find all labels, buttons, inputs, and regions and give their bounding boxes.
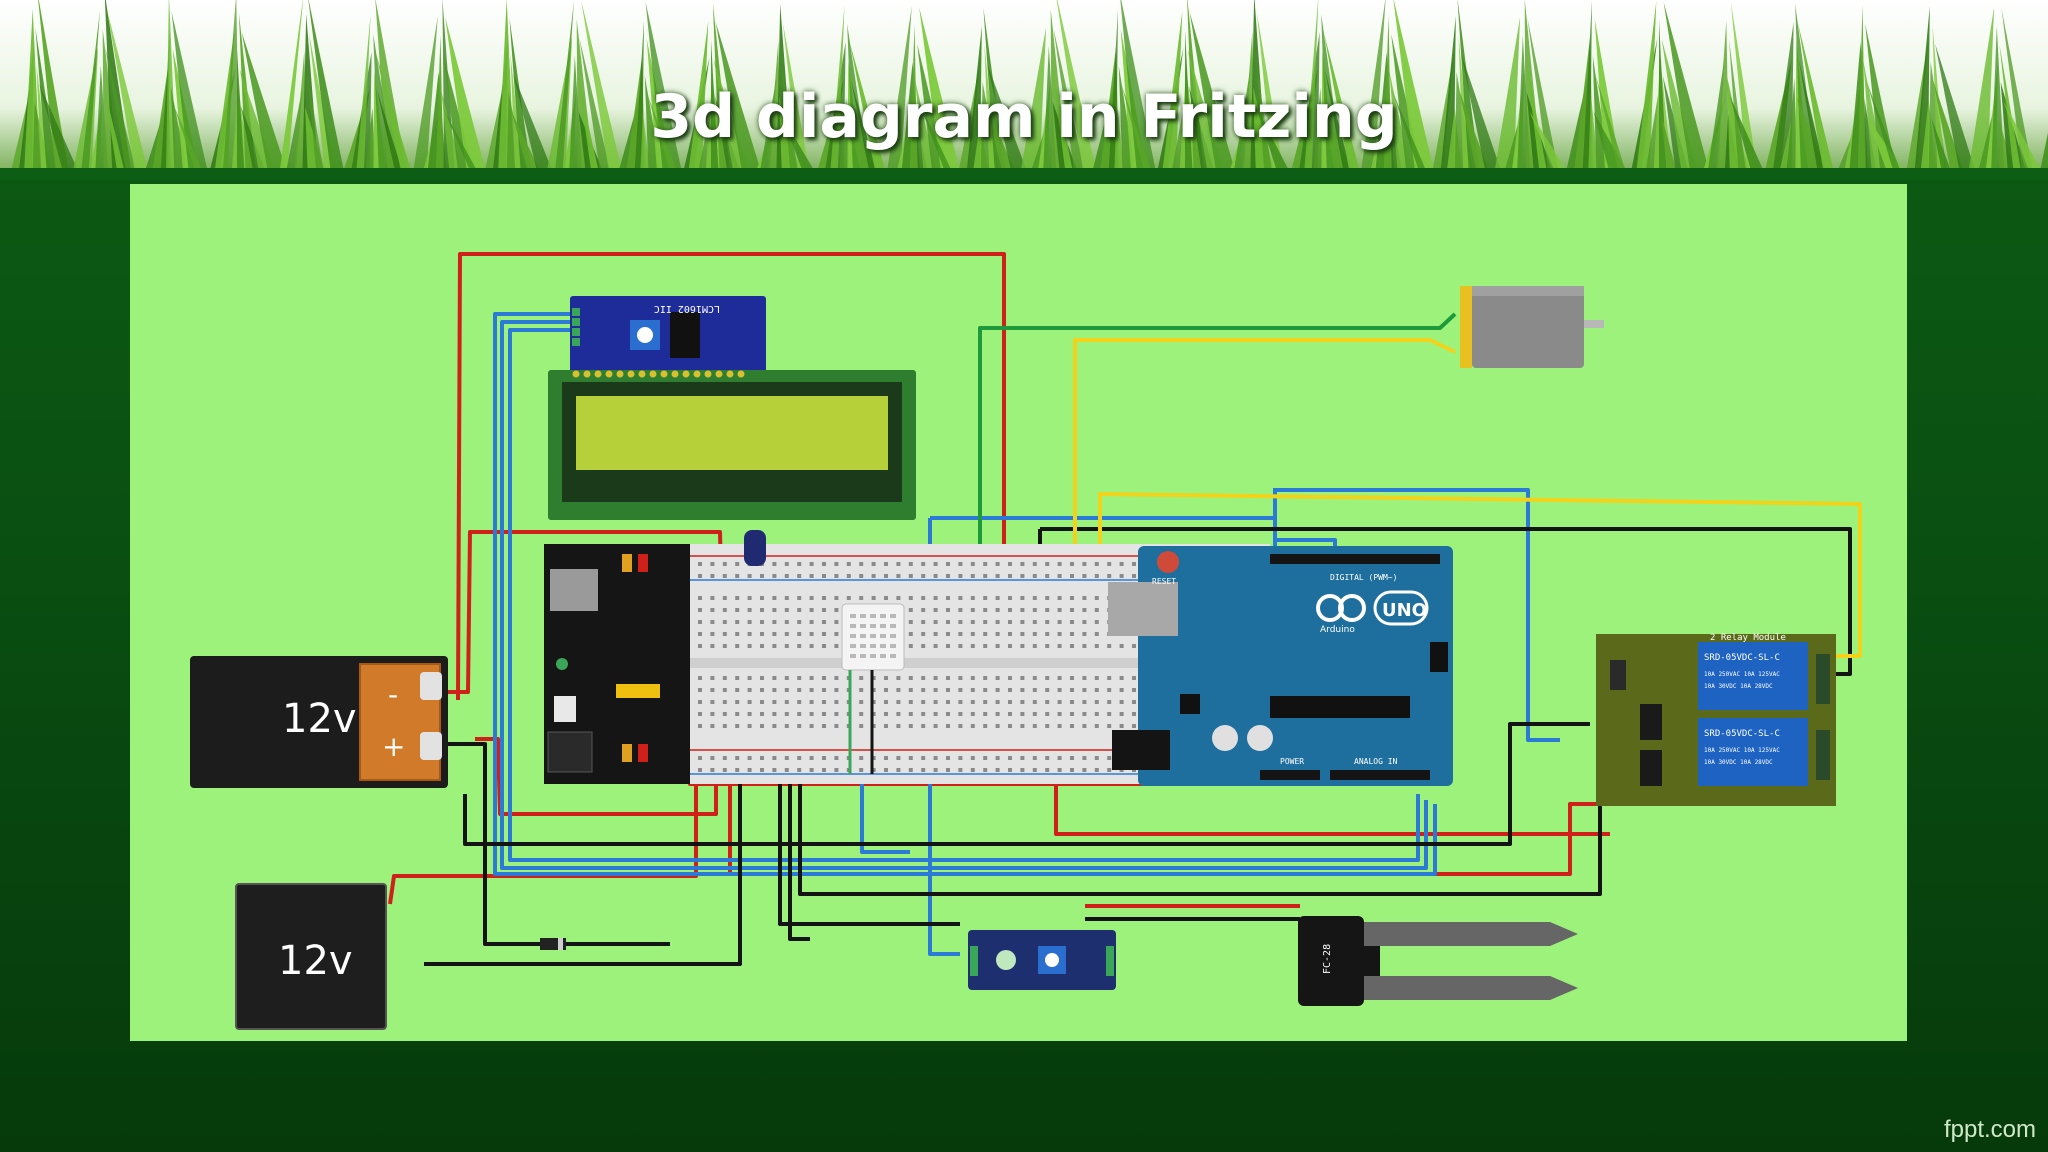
battery-minus-sign: - bbox=[388, 678, 398, 711]
arduino-model-label: UNO bbox=[1382, 600, 1427, 621]
soil-probe-label: FC-28 bbox=[1322, 944, 1333, 974]
relay-1-rating2: 10A 30VDC 10A 28VDC bbox=[1704, 683, 1773, 690]
lcd-1602-display bbox=[548, 370, 916, 520]
watermark: fppt.com bbox=[1943, 1116, 2036, 1143]
relay-module-2ch: 2 Relay Module SRD-05VDC-SL-C 10A 250VAC… bbox=[1596, 633, 1836, 806]
wire-black bbox=[798, 764, 1602, 896]
relay-2-rating2: 10A 30VDC 10A 28VDC bbox=[1704, 759, 1773, 766]
wire-blue bbox=[493, 312, 1437, 876]
soil-moisture-probe: FC-28 bbox=[1298, 916, 1578, 1006]
arduino-power-label: POWER bbox=[1280, 757, 1304, 766]
i2c-lcd-module: LCM1602 IIC bbox=[570, 296, 766, 378]
fritzing-circuit-diagram: 12v - + 12v LCM1602 IIC bbox=[190, 252, 1862, 1030]
i2c-module-label: LCM1602 IIC bbox=[654, 303, 720, 314]
relay-1-text: SRD-05VDC-SL-C bbox=[1704, 653, 1780, 663]
wire-blue bbox=[508, 328, 1420, 862]
wire-black bbox=[1040, 527, 1852, 676]
battery-plus-sign: + bbox=[382, 730, 405, 763]
wire-black bbox=[463, 722, 1590, 846]
battery-12v-bottom: 12v bbox=[235, 883, 387, 1030]
dht-sensor bbox=[841, 603, 905, 774]
arduino-analog-label: ANALOG IN bbox=[1354, 757, 1398, 766]
wire-black bbox=[778, 774, 960, 926]
wire-blue bbox=[1273, 488, 1560, 742]
arduino-logo: UNO Arduino bbox=[1316, 590, 1429, 635]
relay-2-rating1: 10A 250VAC 10A 125VAC bbox=[1704, 747, 1780, 754]
relay-module-title: 2 Relay Module bbox=[1710, 633, 1786, 643]
grass-header-image bbox=[0, 0, 2048, 180]
soil-sensor-comparator-board bbox=[968, 930, 1116, 990]
relay-1-rating1: 10A 250VAC 10A 125VAC bbox=[1704, 671, 1780, 678]
slide-title: 3d diagram in Fritzing bbox=[650, 82, 1398, 152]
relay-2-text: SRD-05VDC-SL-C bbox=[1704, 729, 1780, 739]
transistor bbox=[744, 530, 766, 566]
wire-black bbox=[788, 774, 810, 941]
battery-block-label: 12v bbox=[278, 938, 353, 984]
breadboard-power-module bbox=[544, 544, 715, 784]
wire-yellow bbox=[1073, 338, 1456, 624]
dc-motor bbox=[1460, 286, 1604, 368]
arduino-digital-label: DIGITAL (PWM~) bbox=[1330, 573, 1397, 582]
wire-yellow bbox=[1098, 492, 1862, 658]
battery-12v-top: 12v - + bbox=[190, 656, 448, 788]
diagram-panel: 12v - + 12v LCM1602 IIC bbox=[130, 184, 1907, 1041]
arduino-reset-label: RESET bbox=[1152, 577, 1176, 586]
wire-green bbox=[978, 312, 1457, 634]
diode bbox=[540, 938, 566, 950]
arduino-brand-label: Arduino bbox=[1320, 625, 1355, 635]
lcd-pin-header bbox=[572, 370, 745, 378]
i2c-pin-header bbox=[572, 308, 580, 346]
wire-red bbox=[728, 704, 1600, 876]
battery-label: 12v bbox=[282, 696, 357, 742]
arduino-uno-board: RESET DIGITAL (PWM~) UNO Arduino POWER A… bbox=[1108, 546, 1453, 786]
